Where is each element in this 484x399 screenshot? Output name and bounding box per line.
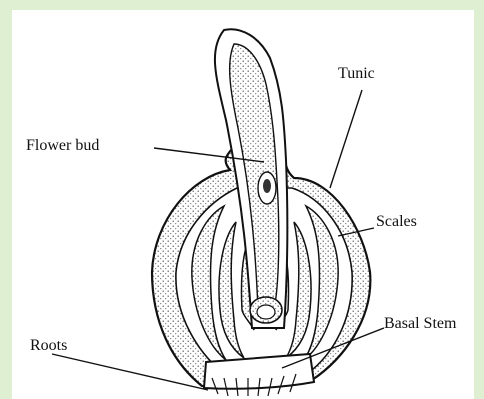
basal-stem-label: Basal Stem bbox=[384, 316, 456, 332]
flower-bud bbox=[258, 172, 276, 204]
tunic-label: Tunic bbox=[338, 66, 375, 82]
scales-label: Scales bbox=[376, 214, 417, 230]
flower-bud-label: Flower bud bbox=[26, 138, 99, 154]
tunic-leader bbox=[330, 90, 362, 188]
onion-bulb-diagram bbox=[12, 10, 474, 399]
roots-label: Roots bbox=[30, 338, 67, 354]
diagram-panel: Tunic Flower bud Scales Basal Stem Roots bbox=[12, 10, 474, 399]
